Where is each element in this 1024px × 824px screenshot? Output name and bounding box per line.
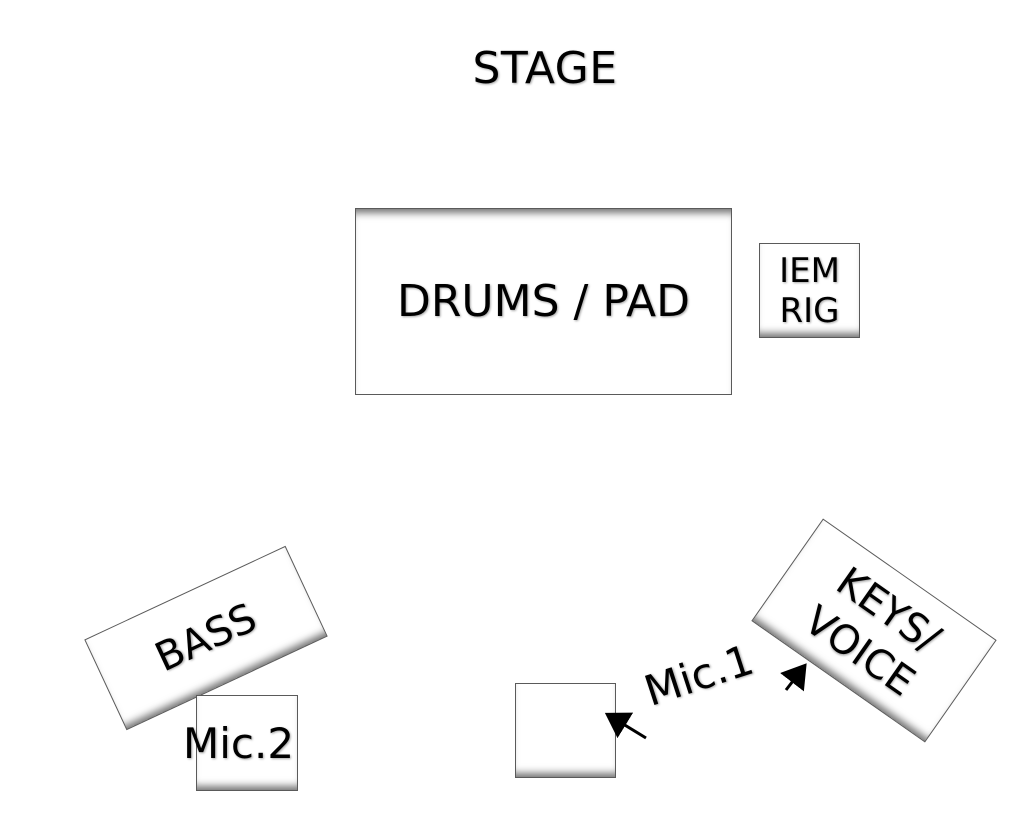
iem-rig-label-line1: IEM xyxy=(779,250,840,291)
iem-rig-box: IEM RIG xyxy=(759,243,860,338)
iem-rig-label-line2: RIG xyxy=(779,290,840,331)
drums-pad-label: DRUMS / PAD xyxy=(396,276,691,327)
drums-pad-box: DRUMS / PAD xyxy=(355,208,732,395)
arrow-to-keys xyxy=(780,663,807,692)
bass-label: BASS xyxy=(148,594,264,682)
keys-voice-box: KEYS/ VOICE xyxy=(751,518,997,743)
mic-2-box: Mic.2 xyxy=(183,695,298,791)
stage-title: STAGE xyxy=(472,43,618,94)
mic-1-label: Mic.1 xyxy=(638,634,760,716)
mic-2-label: Mic.2 xyxy=(183,718,295,768)
mic-1-stand-box xyxy=(515,683,616,778)
